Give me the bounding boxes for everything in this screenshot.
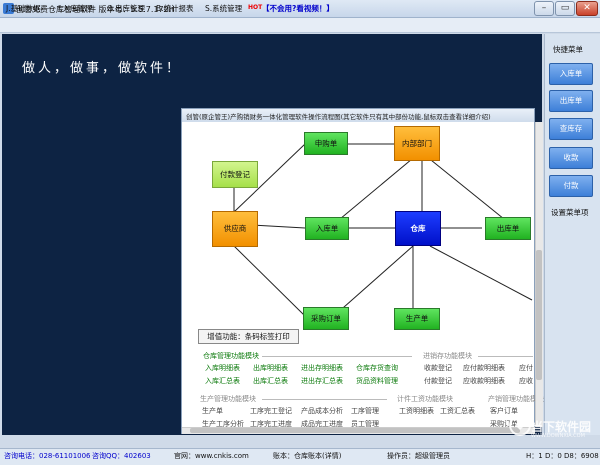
node-production-order[interactable]: 生产单 bbox=[394, 308, 440, 330]
restore-button[interactable]: ▭ bbox=[555, 1, 575, 16]
flowchart-title: 创管(原企管王)产购销财务一体化管理软件操作流程图(其它软件只有其中部份功能,鼠… bbox=[186, 113, 491, 121]
link-payment-record[interactable]: 付款登记 bbox=[424, 377, 452, 385]
node-payment-record[interactable]: 付款登记 bbox=[212, 161, 258, 188]
quick-receipt-button[interactable]: 收款 bbox=[549, 147, 593, 169]
status-bar bbox=[0, 448, 600, 465]
menu-system[interactable]: S.系统管理 bbox=[205, 4, 243, 13]
menu-bar bbox=[0, 18, 600, 33]
link-inout-detail[interactable]: 进出存明细表 bbox=[301, 364, 343, 372]
status-account-set[interactable]: 账本：仓库账本(详情) bbox=[273, 452, 342, 460]
link-staff-management[interactable]: 员工管理 bbox=[351, 420, 379, 428]
link-inbound-detail[interactable]: 入库明细表 bbox=[205, 364, 240, 372]
link-process-progress[interactable]: 工序完工进度 bbox=[250, 420, 292, 428]
status-website[interactable]: 官网：www.cnkis.com bbox=[174, 452, 249, 460]
vertical-scroll-thumb[interactable] bbox=[536, 250, 542, 380]
hot-badge: HOT bbox=[248, 4, 263, 11]
menu-basic-data[interactable]: J.基础数据 bbox=[6, 4, 41, 13]
window-title: 创管免费仓库管理软件 版本号：5.5.7.172H bbox=[16, 5, 175, 14]
quick-outbound-button[interactable]: 出库单 bbox=[549, 90, 593, 112]
section-piecework-title: 计件工资功能模块 bbox=[397, 395, 453, 403]
settings-menu-item[interactable]: 设置菜单项 bbox=[551, 208, 589, 217]
status-qq: 咨询QQ：402603 bbox=[92, 452, 151, 460]
node-purchase-contract[interactable]: 采购订单 bbox=[303, 307, 349, 330]
barcode-print-button[interactable]: 增值功能：条码标签打印 bbox=[198, 329, 299, 344]
watermark-text: 当下软件园 bbox=[531, 420, 592, 434]
slogan: 做人，做事，做软件！ bbox=[22, 61, 183, 76]
menu-inbound[interactable]: I.入库管理 bbox=[58, 4, 93, 13]
node-internal-dept[interactable]: 内部部门 bbox=[394, 126, 440, 161]
link-wage-detail[interactable]: 工资明细表 bbox=[399, 407, 434, 415]
link-process-complete[interactable]: 工序完工登记 bbox=[250, 407, 292, 415]
node-supplier[interactable]: 供应商 bbox=[212, 211, 258, 247]
link-process-management[interactable]: 工序管理 bbox=[351, 407, 379, 415]
section-divider bbox=[262, 399, 387, 400]
link-payable-detail[interactable]: 应付款明细表 bbox=[463, 364, 505, 372]
quick-stock-button[interactable]: 查库存 bbox=[549, 118, 593, 140]
node-warehouse[interactable]: 仓库 bbox=[395, 211, 441, 246]
link-receivable-detail[interactable]: 应收款明细表 bbox=[463, 377, 505, 385]
flowchart-title-bar bbox=[182, 109, 534, 122]
link-inbound-summary[interactable]: 入库汇总表 bbox=[205, 377, 240, 385]
menu-help-video[interactable]: 【不会用?看视频！】 bbox=[262, 4, 334, 13]
node-outbound-order[interactable]: 出库单 bbox=[485, 217, 531, 240]
link-process-analysis[interactable]: 生产工序分析 bbox=[202, 420, 244, 428]
section-production-title: 生产管理功能模块 bbox=[200, 395, 256, 403]
menu-reports[interactable]: B.统计报表 bbox=[156, 4, 194, 13]
watermark-logo bbox=[509, 414, 531, 436]
link-outbound-summary[interactable]: 出库汇总表 bbox=[253, 377, 288, 385]
link-stock-query[interactable]: 仓库存货查询 bbox=[356, 364, 398, 372]
status-phone: 咨询电话：028-61101006 bbox=[4, 452, 91, 460]
link-outbound-detail[interactable]: 出库明细表 bbox=[253, 364, 288, 372]
link-receipt-record[interactable]: 收款登记 bbox=[424, 364, 452, 372]
watermark-subtext: WWW.DOWNXIA.COM bbox=[531, 433, 585, 439]
quick-payment-button[interactable]: 付款 bbox=[549, 175, 593, 197]
link-product-progress[interactable]: 成品完工进度 bbox=[301, 420, 343, 428]
link-payable-more[interactable]: 应付 bbox=[519, 364, 533, 372]
section-divider bbox=[478, 356, 533, 357]
section-arap-title: 进销存功能模块 bbox=[423, 352, 472, 360]
status-coords: H：1 D：0 D8：6908 bbox=[526, 452, 599, 460]
node-purchase-request[interactable]: 申购单 bbox=[304, 132, 348, 155]
status-operator: 操作员：超级管理员 bbox=[387, 452, 450, 460]
quick-inbound-button[interactable]: 入库单 bbox=[549, 63, 593, 85]
flowchart-connectors bbox=[233, 143, 533, 316]
link-goods-management[interactable]: 货品资料管理 bbox=[356, 377, 398, 385]
minimize-button[interactable]: – bbox=[534, 1, 554, 16]
node-inbound-order[interactable]: 入库单 bbox=[305, 217, 349, 240]
link-inout-summary[interactable]: 进出存汇总表 bbox=[301, 377, 343, 385]
link-production-order[interactable]: 生产单 bbox=[202, 407, 223, 415]
horizontal-scroll-thumb[interactable] bbox=[190, 428, 520, 433]
app-icon bbox=[3, 3, 14, 14]
link-wage-summary[interactable]: 工资汇总表 bbox=[440, 407, 475, 415]
menu-outbound[interactable]: O.出库管理 bbox=[107, 4, 145, 13]
quick-menu-title: 快捷菜单 bbox=[553, 45, 583, 54]
link-purchase-order[interactable]: 采购订单 bbox=[490, 420, 518, 428]
link-cost-analysis[interactable]: 产品成本分析 bbox=[301, 407, 343, 415]
section-warehouse-title: 仓库管理功能模块 bbox=[203, 352, 259, 360]
link-receivable-more[interactable]: 应收 bbox=[519, 377, 533, 385]
section-sales-title: 产销管理功能模块 bbox=[488, 395, 544, 403]
close-button[interactable]: ✕ bbox=[576, 1, 598, 16]
link-customer-order[interactable]: 客户订单 bbox=[490, 407, 518, 415]
section-divider bbox=[262, 356, 412, 357]
title-bar[interactable] bbox=[0, 0, 600, 18]
